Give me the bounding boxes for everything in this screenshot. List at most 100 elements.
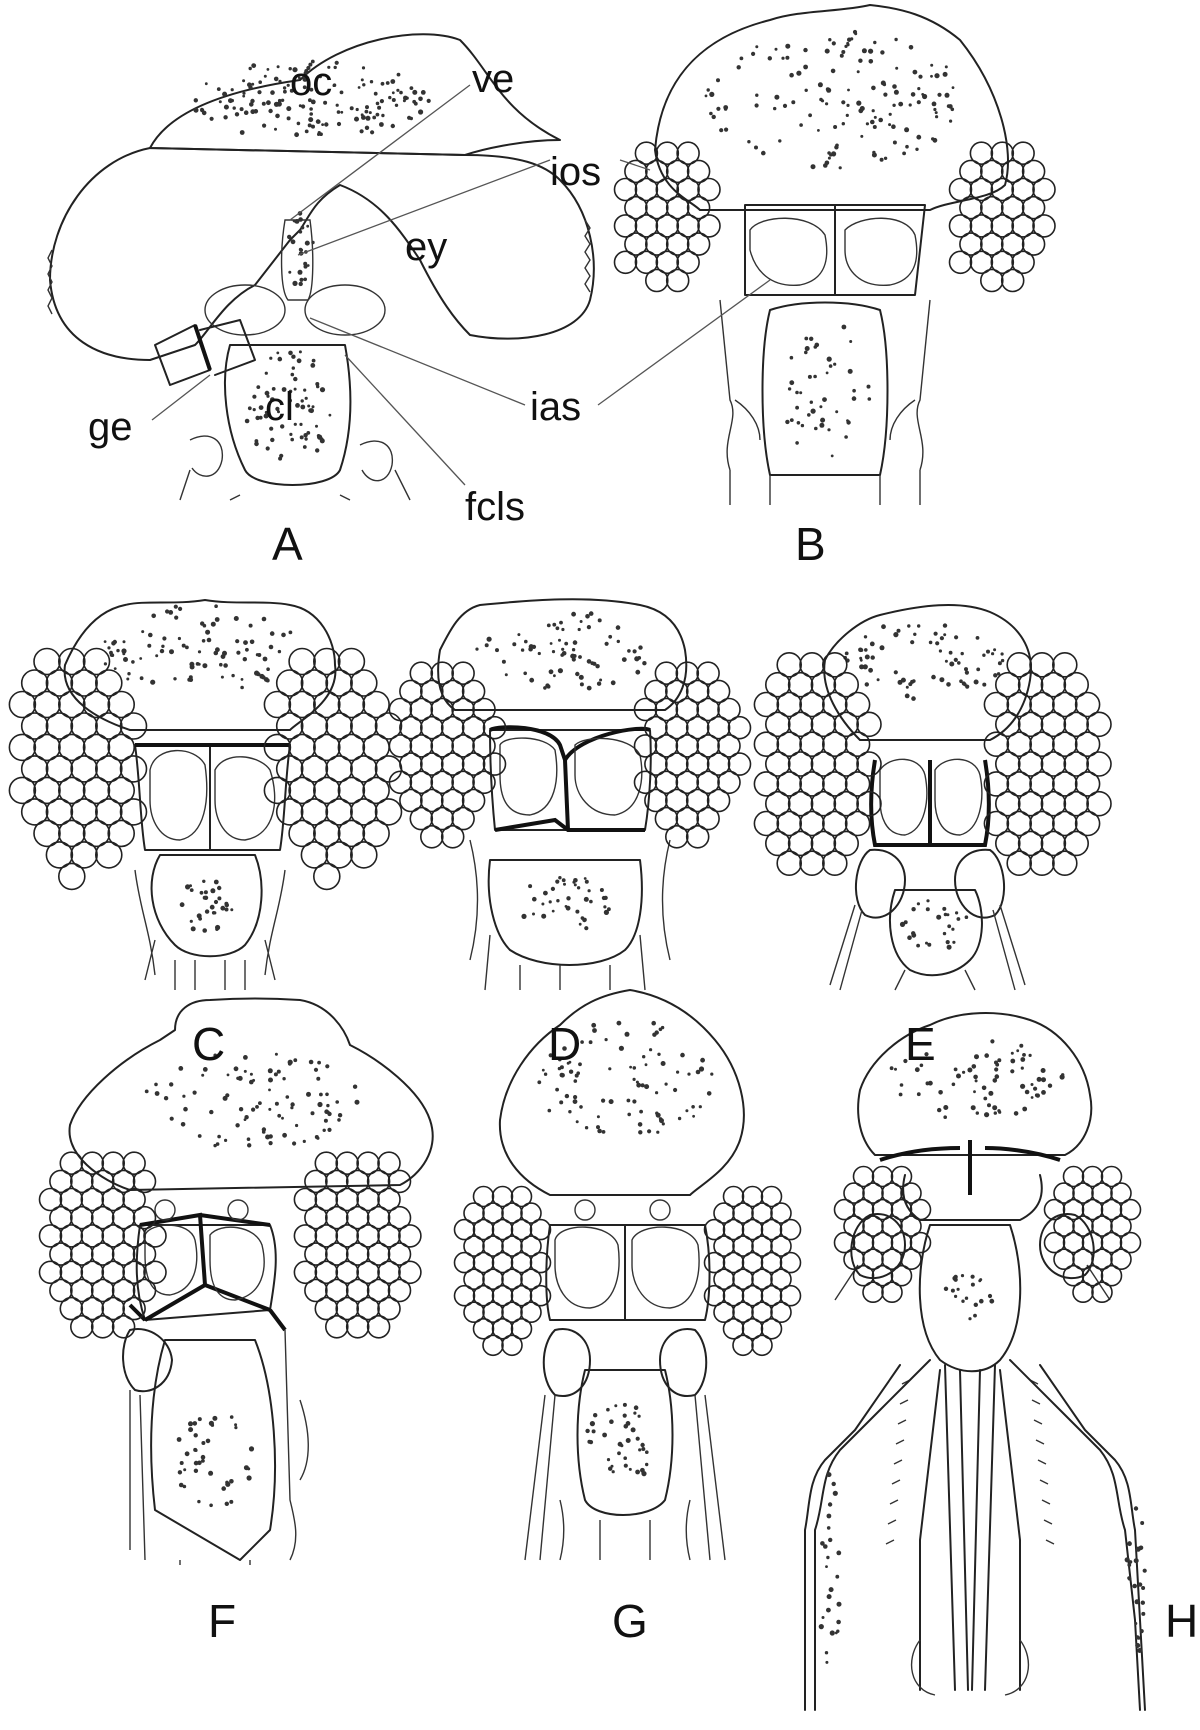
- eye-facet: [90, 1315, 115, 1339]
- eye-facet: [419, 715, 444, 740]
- seta-dot: [809, 336, 814, 341]
- eye-facet: [501, 1235, 523, 1257]
- eye-facet: [409, 770, 434, 795]
- seta-dot: [537, 1080, 542, 1085]
- eye-facet: [1072, 1182, 1094, 1204]
- seta-dot: [418, 96, 423, 102]
- seta-dot: [827, 156, 831, 160]
- panel-f-occiput: [68, 997, 434, 1191]
- seta-dot: [213, 899, 219, 905]
- eye-facet: [288, 733, 316, 762]
- seta-dot: [1016, 1049, 1020, 1053]
- eye-facet: [95, 755, 123, 783]
- eye-facet: [1086, 790, 1112, 817]
- seta-dot: [934, 73, 940, 79]
- eye-facet: [345, 1315, 370, 1339]
- seta-dot: [610, 680, 616, 686]
- eye-facet: [696, 770, 720, 795]
- eye-facet: [430, 806, 455, 831]
- seta-dot: [639, 1109, 643, 1114]
- seta-dot: [645, 1462, 649, 1467]
- seta-dot: [859, 106, 865, 111]
- eye-facet: [675, 806, 700, 831]
- eye-facet: [95, 841, 123, 869]
- seta-dot: [252, 394, 257, 399]
- seta-dot: [379, 122, 384, 127]
- seta-dot: [582, 917, 587, 923]
- seta-dot: [323, 1118, 328, 1123]
- seta-dot: [584, 926, 589, 931]
- seta-dot: [257, 90, 262, 95]
- seta-dot: [234, 112, 240, 117]
- eye-facet: [90, 1242, 115, 1266]
- seta-dot: [571, 611, 576, 617]
- seta-dot: [276, 351, 280, 355]
- seta-dot: [299, 435, 304, 440]
- seta-dot: [590, 1421, 594, 1426]
- eye-facet: [58, 819, 86, 848]
- eye-facet: [760, 1251, 783, 1274]
- eye-facet: [312, 819, 341, 848]
- seta-dot: [917, 87, 921, 91]
- eye-facet: [633, 770, 658, 795]
- seta-dot: [315, 424, 318, 428]
- seta-dot: [276, 1069, 281, 1074]
- seta-dot: [774, 94, 780, 100]
- panel-f-clypeus: [150, 1339, 276, 1561]
- eye-facet: [33, 647, 61, 676]
- seta-dot: [988, 1092, 992, 1095]
- seta-dot: [605, 910, 609, 915]
- seta-dot: [127, 672, 131, 676]
- seta-dot: [608, 1466, 613, 1471]
- seta-dot: [871, 109, 875, 113]
- eye-facet: [696, 697, 720, 722]
- eye-facet: [776, 850, 803, 877]
- seta-dot: [1134, 1622, 1138, 1625]
- eye-facet: [349, 841, 378, 869]
- eye-facet: [33, 819, 61, 848]
- seta-dot: [244, 1115, 249, 1120]
- seta-dot: [327, 1127, 332, 1132]
- eye-facet: [1100, 1264, 1123, 1287]
- seta-dot: [932, 137, 938, 143]
- seta-dot: [841, 100, 846, 105]
- seta-dot: [893, 670, 898, 675]
- seta-dot: [286, 83, 290, 87]
- seta-dot: [209, 904, 215, 910]
- eye-facet: [101, 1260, 125, 1285]
- seta-dot: [785, 419, 790, 425]
- seta-dot: [396, 88, 400, 92]
- eye-facet: [58, 862, 86, 891]
- seta-dot: [212, 1415, 218, 1421]
- eye-facet: [821, 810, 848, 837]
- seta-dot: [1020, 1057, 1026, 1062]
- panel-b: [654, 4, 1009, 505]
- eye-facet: [1074, 731, 1101, 758]
- eye-facet: [1006, 651, 1033, 678]
- seta-dot: [789, 380, 793, 384]
- seta-dot: [242, 94, 246, 98]
- seta-dot: [246, 1137, 251, 1141]
- seta-dot: [841, 50, 846, 54]
- seta-dot: [197, 1417, 202, 1422]
- seta-dot: [596, 1125, 600, 1130]
- seta-dot: [864, 682, 869, 687]
- eye-facet: [314, 1260, 339, 1285]
- seta-dot: [617, 1451, 621, 1456]
- seta-dot: [904, 127, 910, 133]
- eye-facet: [304, 1169, 328, 1194]
- eye-facet: [685, 788, 710, 813]
- eye-facet: [717, 697, 741, 722]
- eye-facet: [843, 1248, 865, 1270]
- seta-dot: [638, 645, 643, 650]
- seta-dot: [596, 681, 602, 686]
- eye-facet: [510, 1218, 533, 1241]
- seta-dot: [916, 134, 922, 140]
- seta-dot: [270, 437, 275, 443]
- eye-facet: [776, 810, 803, 837]
- eye-facet: [335, 1296, 360, 1321]
- eye-facet: [909, 1198, 932, 1221]
- seta-dot: [796, 70, 802, 76]
- eye-facet: [1119, 1231, 1142, 1254]
- eye-facet: [366, 1242, 391, 1266]
